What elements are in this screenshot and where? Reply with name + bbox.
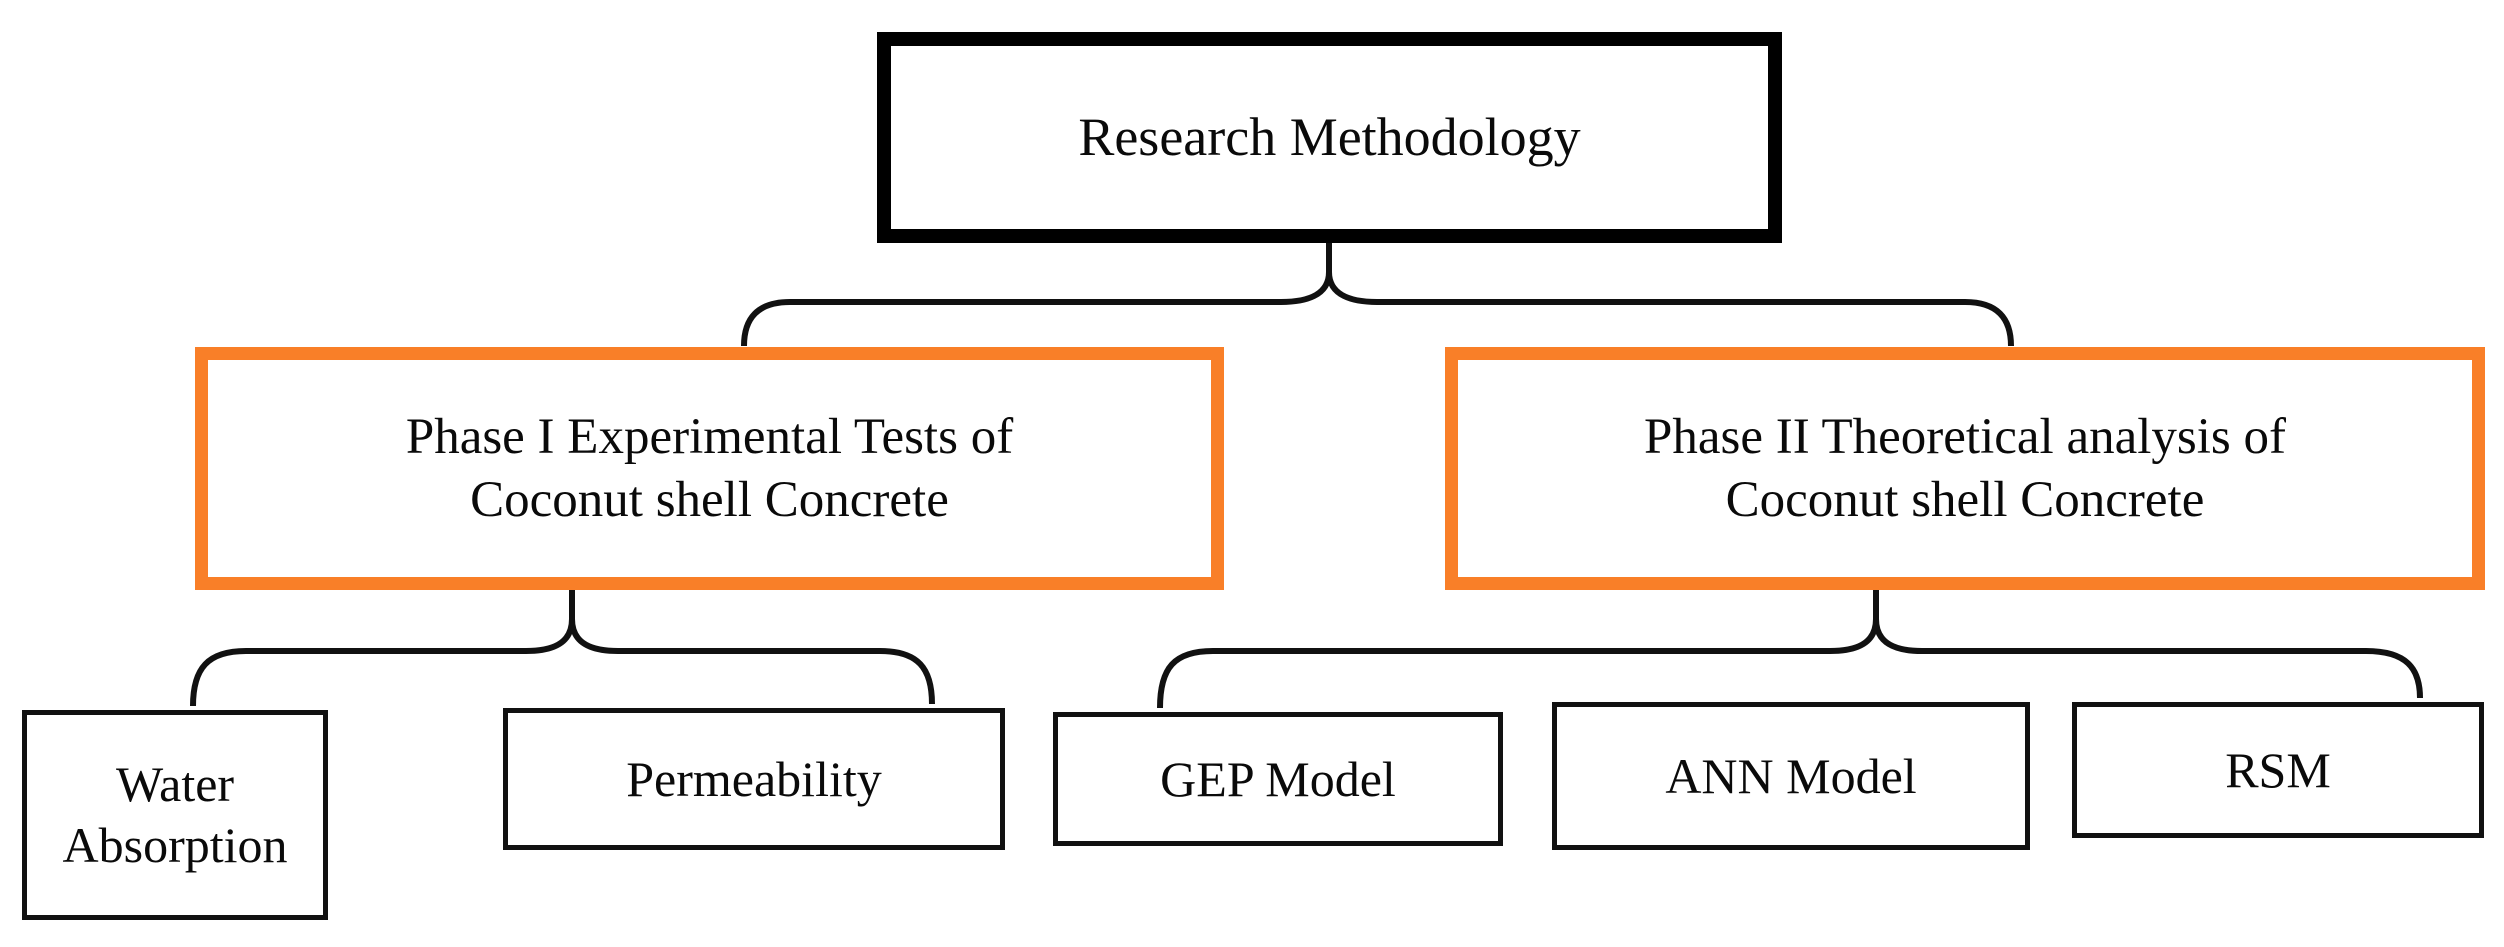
node-rsm-label: RSM bbox=[2225, 741, 2331, 798]
node-water-absorption-label: Water Absorption bbox=[62, 756, 288, 873]
connector-root-to-phases bbox=[741, 243, 2014, 347]
node-research-methodology[interactable]: Research Methodology bbox=[877, 32, 1782, 243]
node-phase-2-theoretical-analysis[interactable]: Phase II Theoretical analysis of Coconut… bbox=[1445, 347, 2485, 590]
node-permeability-label: Permeability bbox=[626, 750, 882, 807]
node-water-absorption[interactable]: Water Absorption bbox=[22, 710, 328, 920]
connector-phase2-to-leaves bbox=[1157, 590, 2423, 709]
node-phase-1-experimental-tests[interactable]: Phase I Experimental Tests of Coconut sh… bbox=[195, 347, 1224, 590]
node-phase-1-label: Phase I Experimental Tests of Coconut sh… bbox=[405, 409, 1014, 528]
connector-phase1-to-leaves bbox=[190, 590, 935, 707]
node-permeability[interactable]: Permeability bbox=[503, 708, 1005, 850]
node-ann-model-label: ANN Model bbox=[1665, 747, 1917, 804]
node-rsm[interactable]: RSM bbox=[2072, 702, 2484, 838]
node-research-methodology-label: Research Methodology bbox=[1078, 106, 1581, 167]
node-phase-2-label: Phase II Theoretical analysis of Coconut… bbox=[1643, 409, 2286, 528]
node-ann-model[interactable]: ANN Model bbox=[1552, 702, 2030, 850]
node-gep-model[interactable]: GEP Model bbox=[1053, 712, 1503, 846]
node-gep-model-label: GEP Model bbox=[1160, 750, 1396, 807]
